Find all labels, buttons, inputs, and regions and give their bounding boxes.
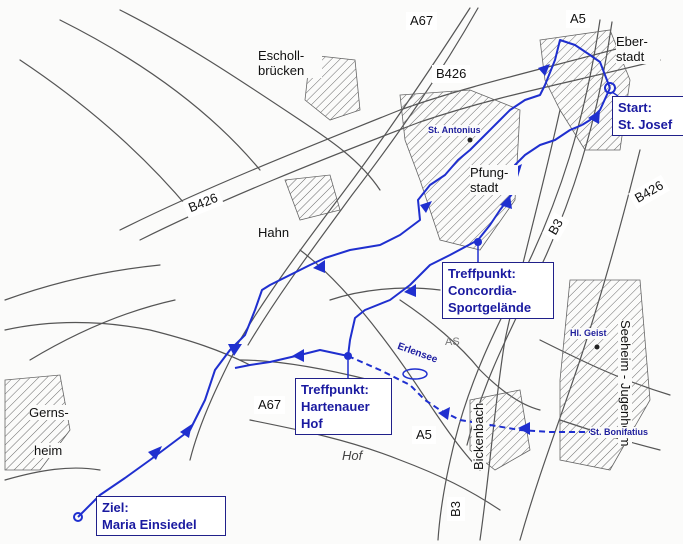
callout-lines — [347, 91, 619, 378]
callout-treffpunkt-concordia: Treffpunkt: Concordia- Sportgelände — [442, 262, 554, 319]
road-label-b3-bottom: B3 — [446, 497, 465, 521]
town-area-hahn — [284, 174, 341, 221]
sketch-curve-1 — [19, 59, 191, 211]
start-marker-icon — [604, 82, 616, 94]
arrow-icon — [588, 110, 600, 124]
place-bickenbach: Bickenbach — [471, 402, 486, 470]
sketch-curve-2 — [59, 19, 261, 171]
arrow-icon — [420, 201, 432, 213]
road-a67-line — [189, 7, 471, 461]
route-arrows — [148, 64, 600, 460]
arrow-icon — [538, 64, 550, 76]
town-area-seeheim — [559, 279, 651, 471]
road-label-b426-mid: B426 — [432, 65, 471, 83]
arrow-icon — [180, 424, 192, 438]
place-hahn: Hahn — [258, 225, 290, 240]
sketch-curve-12 — [4, 467, 101, 481]
hartenauer-marker-icon — [344, 352, 352, 360]
route-line-pfungstadt — [477, 124, 583, 241]
church-st-bonifatius: St. Bonifatius — [590, 427, 648, 438]
sketch-curve-8 — [249, 419, 501, 511]
hl-geist-dot-icon — [594, 344, 600, 350]
road-b3-line-2 — [479, 109, 561, 541]
st-antonius-dot-icon — [467, 137, 473, 143]
route — [77, 39, 611, 518]
arrow-icon — [438, 407, 450, 420]
ziel-marker-icon — [73, 512, 83, 522]
place-hof: Hof — [342, 448, 363, 463]
church-hl-geist: Hl. Geist — [570, 328, 607, 339]
road-label-a5-bottom: A5 — [412, 426, 436, 444]
erlensee-lake-icon — [402, 368, 428, 380]
road-label-a67-top: A67 — [406, 12, 438, 30]
sketch-curve-6 — [4, 321, 251, 366]
route-line-main — [77, 39, 611, 518]
sketch-curve-5 — [29, 299, 176, 361]
sketch-curve-7 — [299, 249, 481, 471]
route-markers — [73, 82, 616, 522]
callout-line-start — [611, 91, 619, 97]
church-st-antonius: St. Antonius — [428, 125, 481, 136]
callout-ziel: Ziel: Maria Einsiedel — [96, 496, 226, 536]
route-line-concordia-hartenauer — [347, 239, 479, 357]
road-label-a5-top: A5 — [566, 10, 590, 28]
place-gernsheim-1: Gerns- — [29, 405, 69, 420]
arrow-icon — [292, 349, 304, 362]
route-line-dashed — [347, 355, 605, 433]
sketch-curve-13 — [239, 359, 371, 381]
sketch-curve-3 — [119, 9, 381, 191]
concordia-marker-icon — [474, 238, 482, 246]
arrow-icon — [313, 260, 325, 273]
sketch-curve-14 — [329, 287, 441, 301]
arrow-icon — [148, 446, 162, 460]
place-gernsheim-2: heim — [34, 443, 63, 458]
place-pfungstadt: Pfung- stadt — [470, 165, 518, 195]
road-label-as: AS — [445, 336, 460, 348]
callout-treffpunkt-hartenauer: Treffpunkt: Hartenauer Hof — [295, 378, 392, 435]
sketch-curve-4 — [4, 264, 161, 301]
road-label-a67-bottom: A67 — [254, 396, 286, 414]
arrow-icon — [404, 284, 416, 297]
route-line-hartenauer-west — [234, 349, 349, 369]
town-area-eberstadt — [539, 29, 631, 151]
arrow-icon — [228, 344, 242, 356]
place-eschollbruecken: Escholl- brücken — [258, 48, 322, 78]
arrow-icon — [518, 422, 530, 435]
arrow-icon — [500, 195, 512, 209]
place-eberstadt: Eber- stadt — [616, 34, 660, 64]
road-a67-line-2 — [247, 7, 479, 346]
callout-start: Start: St. Josef — [612, 96, 683, 136]
